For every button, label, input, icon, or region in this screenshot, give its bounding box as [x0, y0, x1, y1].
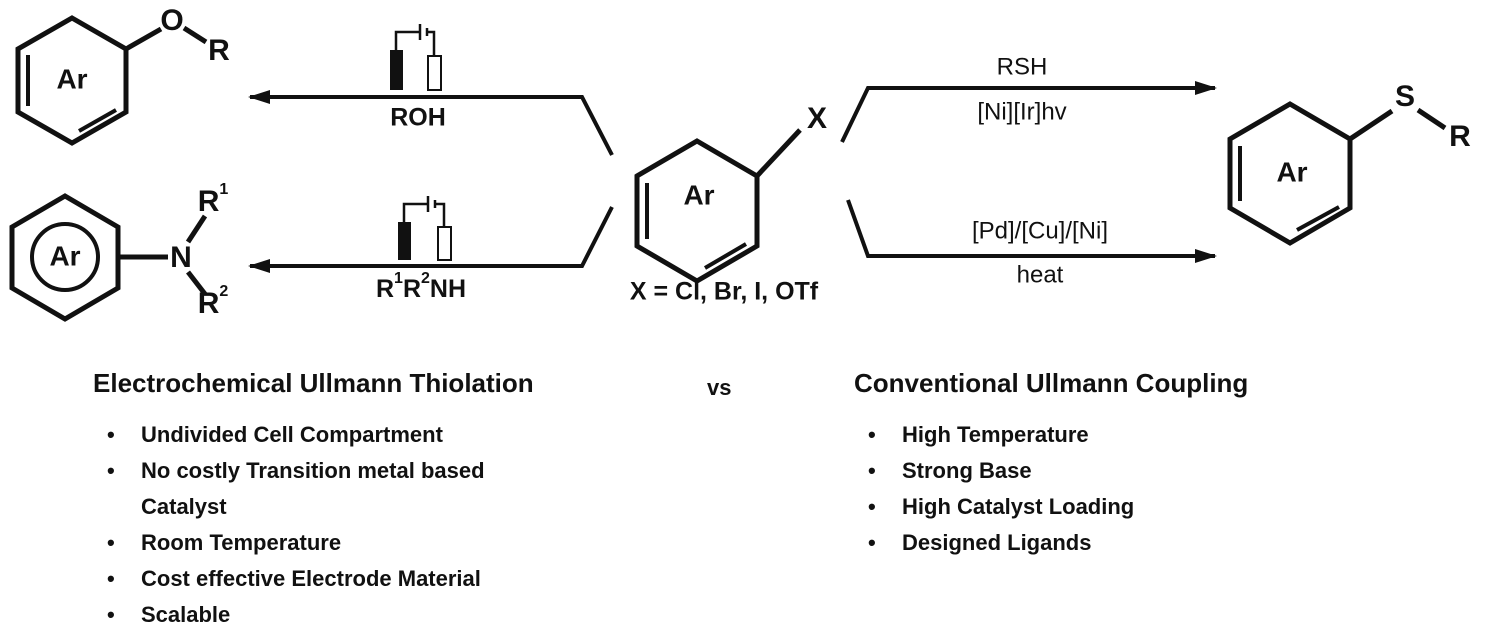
thioether-aryl-label: Ar	[1276, 156, 1307, 187]
arrow-to-amine	[248, 206, 614, 273]
conventional-drawbacks-list: High Temperature Strong Base High Cataly…	[854, 417, 1354, 561]
ether-r-label: R	[208, 34, 230, 67]
thioether-sulfur-label: S	[1395, 80, 1415, 113]
arrow-photoredox	[840, 81, 1217, 143]
electrochemical-cell-icon	[398, 196, 452, 261]
list-item: Designed Ligands	[854, 525, 1354, 561]
electrochemical-title: Electrochemical Ullmann Thiolation	[93, 368, 534, 398]
amine-r2-label: R2	[198, 283, 229, 320]
conventional-drawbacks-panel: Conventional Ullmann Coupling High Tempe…	[854, 368, 1354, 561]
vs-label: vs	[707, 375, 732, 400]
electrochemical-cell-icon	[390, 24, 442, 91]
list-item: Room Temperature	[93, 525, 653, 561]
list-item: Undivided Cell Compartment	[93, 417, 653, 453]
electrochemical-advantages-panel: Electrochemical Ullmann Thiolation Undiv…	[93, 368, 653, 633]
electrochemical-advantages-list: Undivided Cell Compartment No costly Tra…	[93, 417, 653, 633]
amine-aryl-label: Ar	[49, 240, 80, 271]
ether-oxygen-label: O	[160, 4, 183, 37]
amine-nitrogen-label: N	[170, 241, 192, 274]
conventional-title: Conventional Ullmann Coupling	[854, 368, 1249, 398]
amine-r1-label: R1	[198, 181, 229, 218]
arrow-thermal	[846, 199, 1217, 263]
arrow-to-ether	[248, 90, 614, 156]
condition-rsh: RSH	[997, 53, 1048, 80]
condition-photoredox: [Ni][Ir]hv	[977, 98, 1066, 125]
list-item: Strong Base	[854, 453, 1354, 489]
leaving-group-note: X = Cl, Br, I, OTf	[630, 278, 819, 306]
aryl-halide-substrate: Ar X	[634, 102, 827, 284]
list-item: Cost effective Electrode Material	[93, 561, 653, 597]
aryl-label: Ar	[683, 179, 714, 210]
list-item: No costly Transition metal based Catalys…	[93, 453, 561, 525]
thioether-r-label: R	[1449, 120, 1471, 153]
aryl-amine-product: Ar N R1 R2	[9, 181, 229, 322]
halide-x-label: X	[807, 102, 827, 135]
aryl-thioether-product: Ar S R	[1227, 80, 1471, 246]
ether-aryl-label: Ar	[56, 63, 87, 94]
aryl-ether-product: Ar O R	[15, 4, 230, 146]
list-item: High Catalyst Loading	[854, 489, 1354, 525]
list-item: Scalable	[93, 597, 653, 633]
list-item: High Temperature	[854, 417, 1354, 453]
condition-roh: ROH	[390, 104, 446, 132]
condition-metal-catalysts: [Pd]/[Cu]/[Ni]	[972, 217, 1108, 244]
condition-heat: heat	[1017, 261, 1064, 288]
condition-amine: R1R2NH	[376, 270, 466, 302]
